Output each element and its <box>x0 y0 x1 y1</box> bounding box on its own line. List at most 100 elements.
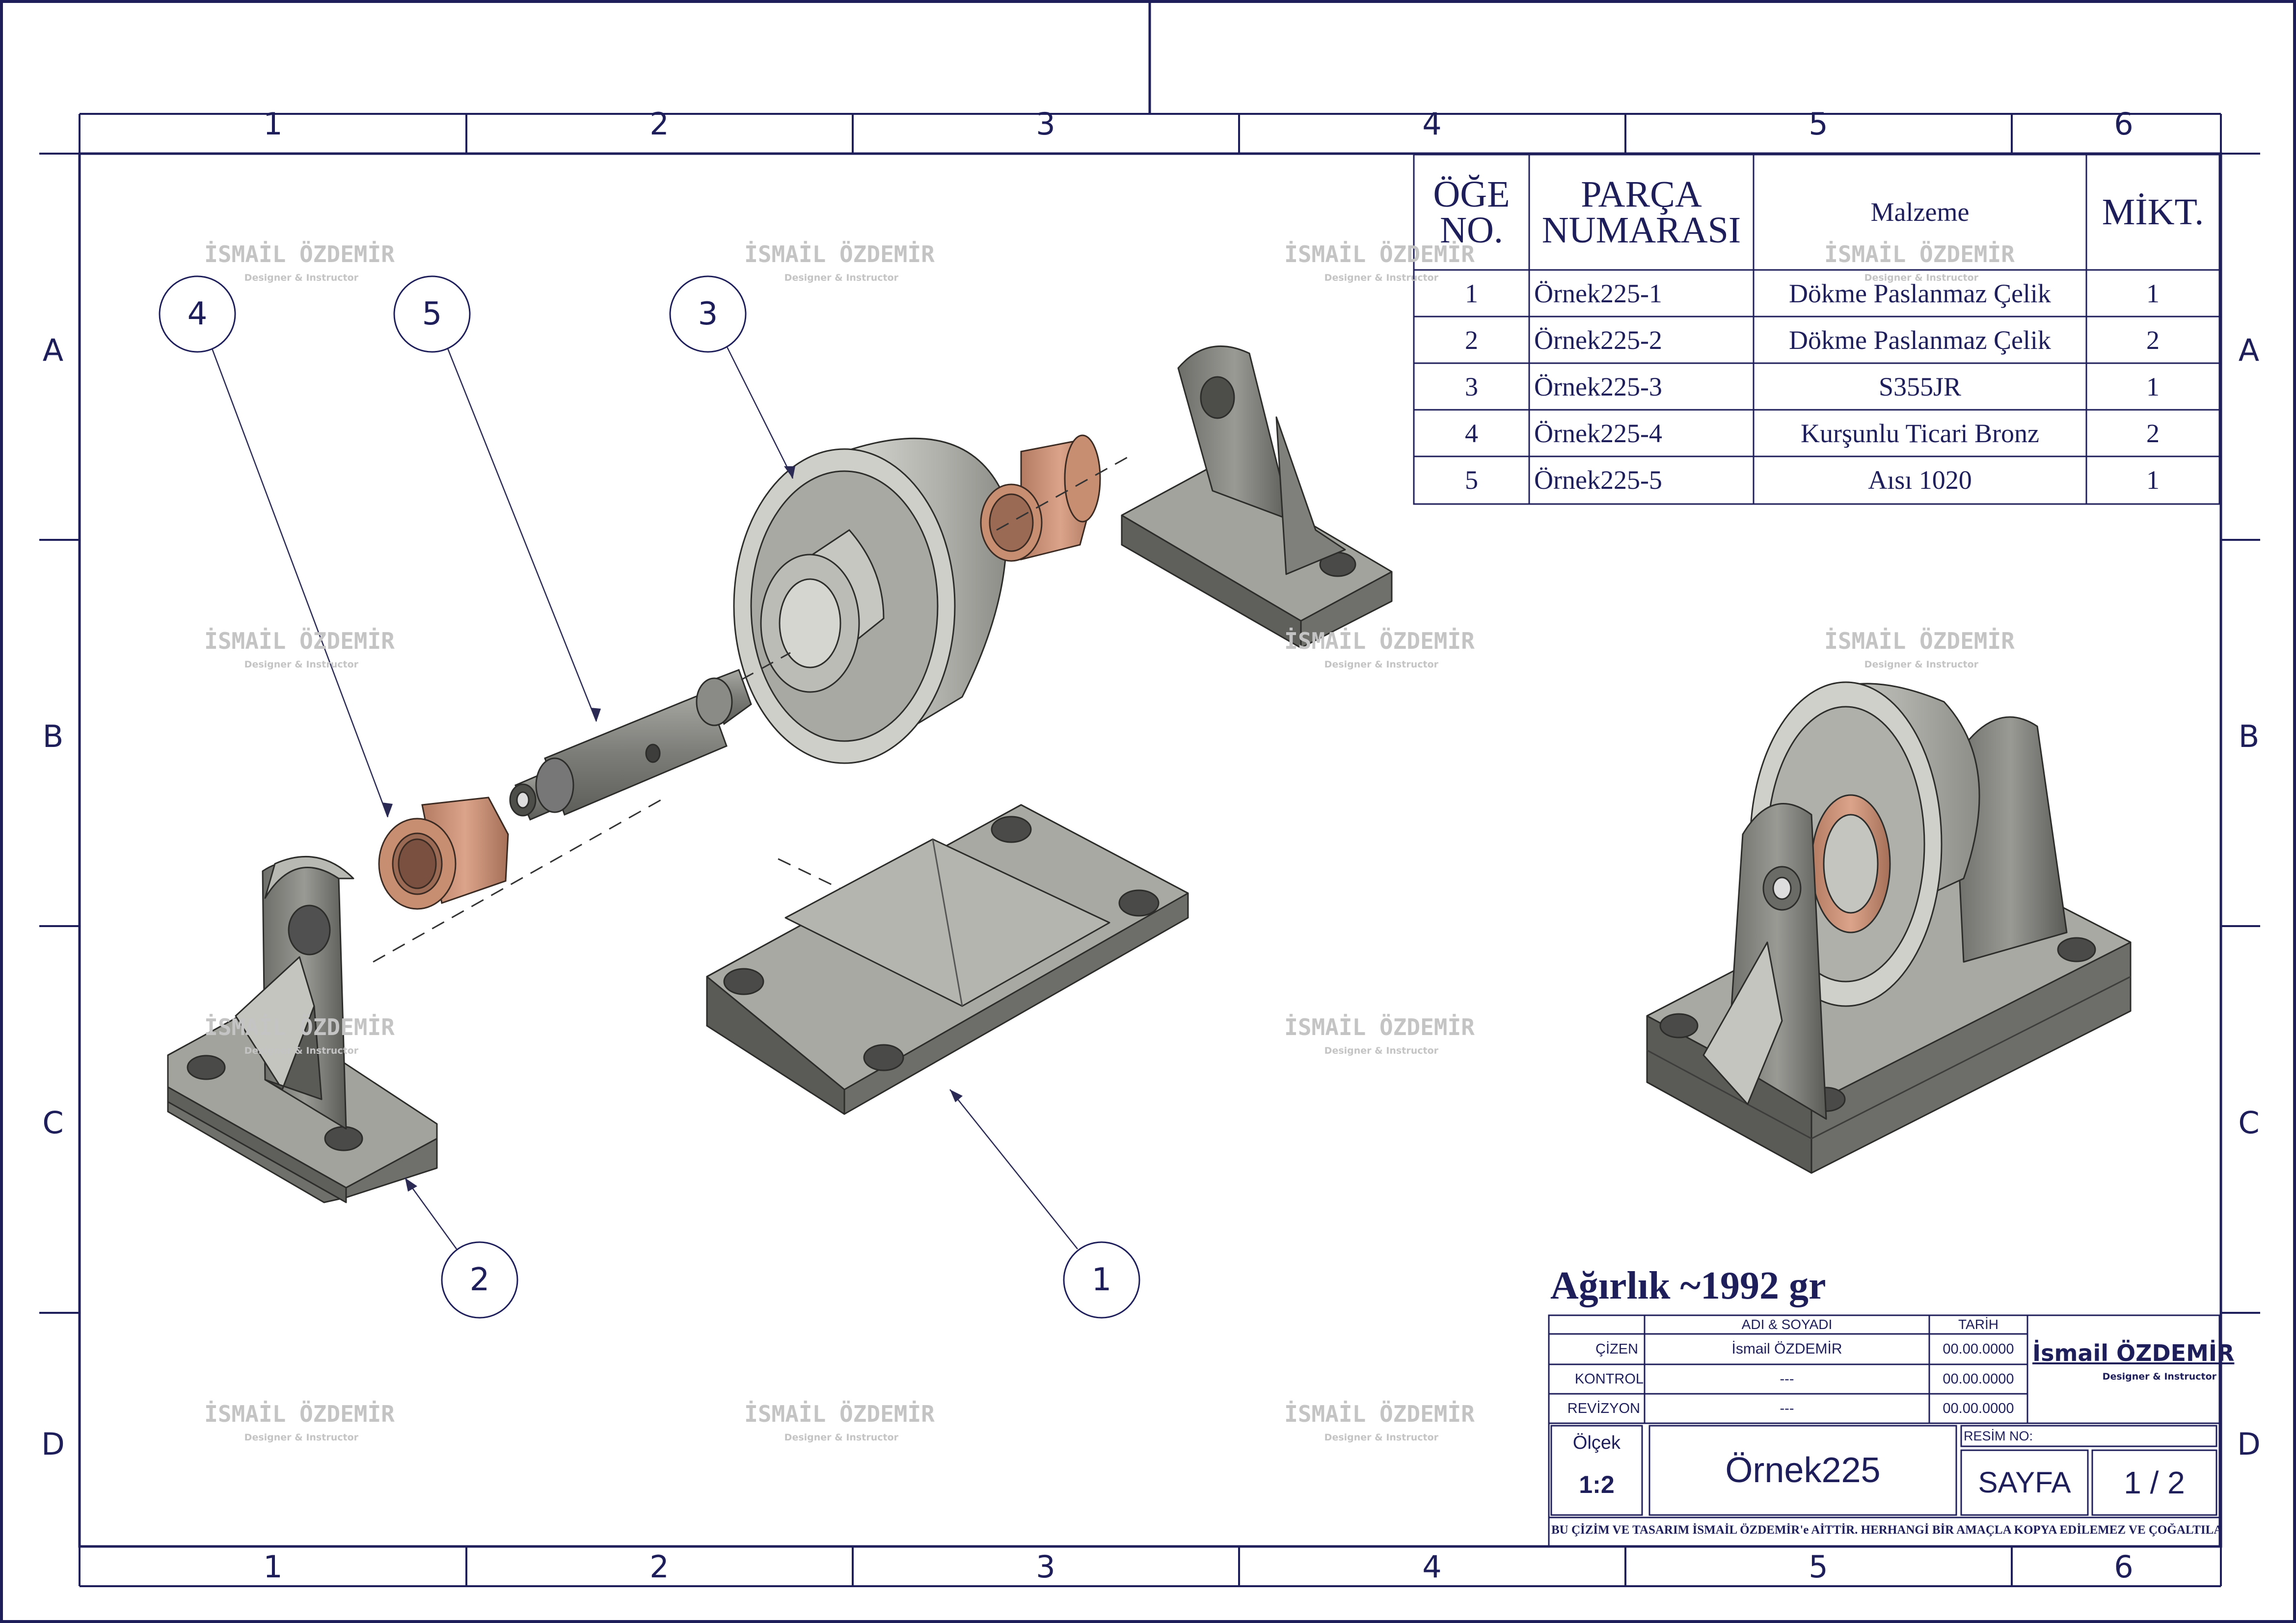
part-2-bracket-right <box>1121 345 1393 649</box>
bom-row-part: Örnek225-1 <box>1534 278 1662 308</box>
zone-row-d-left: D <box>41 1426 65 1462</box>
zone-col-2-bottom: 2 <box>649 1549 669 1585</box>
bom-row-material: S355JR <box>1878 372 1962 401</box>
explode-axis-lines <box>373 455 1130 963</box>
bom-row-item: 5 <box>1465 465 1478 495</box>
title-block-grid <box>1548 1314 2220 1547</box>
balloon-4-label: 4 <box>187 296 208 332</box>
copyright-notice: BU ÇİZİM VE TASARIM İSMAİL ÖZDEMİR'e AİT… <box>1551 1523 2219 1537</box>
bom-row-item: 3 <box>1465 372 1478 401</box>
balloon-2-label: 2 <box>469 1262 490 1298</box>
tb-check-date: 00.00.0000 <box>1943 1371 2014 1387</box>
balloon-leaders <box>210 346 1078 1250</box>
balloon-3-label: 3 <box>698 296 718 332</box>
tb-col-name-header: ADI & SOYADI <box>1741 1317 1833 1332</box>
bom-row-part: Örnek225-5 <box>1534 465 1662 495</box>
bom-row-material: Dökme Paslanmaz Çelik <box>1789 278 2051 308</box>
part-5-shaft <box>509 669 752 821</box>
bom-row-material: Dökme Paslanmaz Çelik <box>1789 325 2051 355</box>
balloon-arrowheads <box>382 466 963 1192</box>
zone-col-1-bottom: 1 <box>263 1549 283 1585</box>
zone-col-4-bottom: 4 <box>1422 1549 1442 1585</box>
zone-row-b-right: B <box>2238 718 2260 754</box>
tb-sheet-label: SAYFA <box>1978 1466 2071 1499</box>
bom-row-material: Kurşunlu Ticari Bronz <box>1801 418 2039 448</box>
bom-grid <box>1413 154 2220 505</box>
part-4-bushing-left <box>378 797 509 910</box>
zone-row-c-left: C <box>42 1105 64 1141</box>
tb-revision-date: 00.00.0000 <box>1943 1400 2014 1416</box>
bom-row-qty: 1 <box>2146 372 2160 401</box>
bom-row-qty: 2 <box>2146 325 2160 355</box>
zone-col-2-top: 2 <box>649 106 669 142</box>
zone-row-d-right: D <box>2237 1426 2261 1462</box>
bom-row-qty: 1 <box>2146 465 2160 495</box>
part-4-bushing-right <box>980 434 1101 562</box>
tb-drawing-title: Örnek225 <box>1725 1451 1881 1490</box>
tb-check-label: KONTROL <box>1574 1371 1644 1387</box>
bom-row-item: 2 <box>1465 325 1478 355</box>
tb-col-date-header: TARİH <box>1958 1317 1999 1332</box>
zone-col-3-top: 3 <box>1036 106 1055 142</box>
part-3-wheel <box>733 437 1007 764</box>
bill-of-materials: ÖĞE NO. PARÇA NUMARASI Malzeme MİKT. 1 Ö… <box>1414 155 2219 504</box>
tb-revision-label: REVİZYON <box>1567 1400 1640 1416</box>
tb-drawn-date: 00.00.0000 <box>1943 1341 2014 1357</box>
bom-row-part: Örnek225-2 <box>1534 325 1662 355</box>
bom-header-material: Malzeme <box>1870 197 1970 227</box>
part-1-base-plate <box>706 804 1189 1115</box>
bom-row-part: Örnek225-4 <box>1534 418 1662 448</box>
tb-check-name: --- <box>1780 1371 1794 1387</box>
bom-row-qty: 2 <box>2146 418 2160 448</box>
column-ticks <box>79 114 2222 1586</box>
bom-row-item: 1 <box>1465 278 1478 308</box>
assembled-view <box>1646 681 2132 1174</box>
tb-drawing-no-label: RESİM NO: <box>1964 1428 2033 1443</box>
zone-row-a-left: A <box>42 332 64 368</box>
zone-col-4-top: 4 <box>1422 106 1442 142</box>
drawing-frame <box>78 152 2222 1548</box>
zone-col-6-bottom: 6 <box>2114 1549 2134 1585</box>
bom-row-item: 4 <box>1465 418 1478 448</box>
balloon-circles <box>159 275 1140 1319</box>
bom-header-item: ÖĞE NO. <box>1433 174 1510 251</box>
bom-row-part: Örnek225-3 <box>1534 372 1662 401</box>
bom-row-qty: 1 <box>2146 278 2160 308</box>
zone-col-6-top: 6 <box>2114 106 2134 142</box>
part-2-bracket-left <box>167 855 438 1203</box>
balloon-5-label: 5 <box>422 296 442 332</box>
tb-drawn-name: İsmail ÖZDEMİR <box>1731 1341 1842 1357</box>
zone-row-b-left: B <box>42 718 64 754</box>
bom-header-qty: MİKT. <box>2102 191 2204 233</box>
zone-col-3-bottom: 3 <box>1036 1549 1055 1585</box>
tb-revision-name: --- <box>1780 1400 1794 1416</box>
brand-logo: İsmail ÖZDEMİR Designer & Instructor <box>2032 1340 2235 1382</box>
zone-col-5-top: 5 <box>1809 106 1828 142</box>
tb-sheet-value: 1 / 2 <box>2124 1465 2185 1500</box>
balloon-1-label: 1 <box>1091 1262 1112 1298</box>
zone-col-5-bottom: 5 <box>1809 1549 1828 1585</box>
weight-label: Ağırlık ~1992 gr <box>1550 1264 1826 1307</box>
zone-col-1-top: 1 <box>263 106 283 142</box>
tb-scale-value: 1:2 <box>1579 1471 1615 1498</box>
tb-scale-label: Ölçek <box>1572 1433 1621 1453</box>
bom-header-part: PARÇA NUMARASI <box>1541 174 1741 251</box>
zone-row-a-right: A <box>2238 332 2260 368</box>
tb-drawn-label: ÇİZEN <box>1595 1341 1638 1357</box>
zone-row-c-right: C <box>2238 1105 2260 1141</box>
bom-row-material: Aısı 1020 <box>1868 465 1972 495</box>
